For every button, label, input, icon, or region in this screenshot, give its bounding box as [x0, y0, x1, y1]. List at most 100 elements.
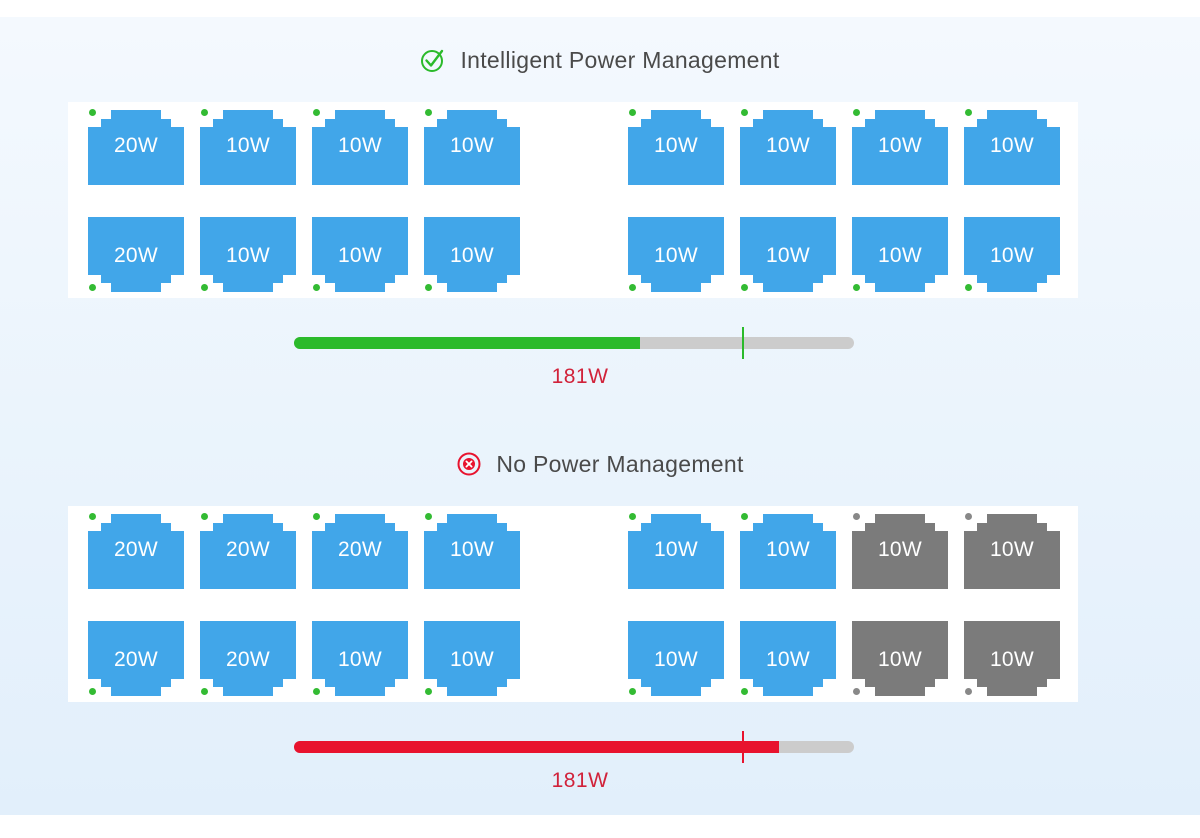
- section-title: Intelligent Power Management: [460, 46, 780, 73]
- port-shape: [964, 110, 1060, 185]
- port-shape: [852, 217, 948, 292]
- port-status-led: [629, 109, 636, 116]
- port-wattage-label: 20W: [113, 244, 159, 267]
- ethernet-port: 10W: [200, 107, 296, 185]
- port-status-led: [425, 688, 432, 695]
- ethernet-port: 10W: [964, 511, 1060, 589]
- ethernet-port: 10W: [628, 511, 724, 589]
- port-wattage-label: 10W: [337, 648, 383, 671]
- port-shape: [628, 621, 724, 696]
- ethernet-port: 10W: [424, 511, 520, 589]
- port-shape: [740, 217, 836, 292]
- port-shape: [740, 514, 836, 589]
- port-status-led: [425, 513, 432, 520]
- power-budget-marker: [742, 731, 745, 763]
- port-status-led: [629, 284, 636, 291]
- ethernet-port: 10W: [628, 107, 724, 185]
- ethernet-port: 20W: [88, 511, 184, 589]
- ethernet-port: 20W: [88, 107, 184, 185]
- port-wattage-label: 10W: [653, 648, 699, 671]
- ethernet-port: 10W: [628, 621, 724, 699]
- ethernet-port: 10W: [312, 217, 408, 295]
- port-status-led: [965, 688, 972, 695]
- power-bar-fill: [294, 337, 641, 349]
- port-status-led: [629, 513, 636, 520]
- port-wattage-label: 20W: [113, 538, 159, 561]
- port-wattage-label: 10W: [989, 648, 1035, 671]
- ethernet-port: 10W: [200, 217, 296, 295]
- ethernet-port: 20W: [200, 621, 296, 699]
- port-wattage-label: 10W: [225, 244, 271, 267]
- port-shape: [964, 621, 1060, 696]
- ethernet-port: 10W: [312, 621, 408, 699]
- port-status-led: [741, 284, 748, 291]
- port-status-led: [741, 688, 748, 695]
- port-wattage-label: 10W: [765, 648, 811, 671]
- ethernet-port: 10W: [852, 217, 948, 295]
- port-shape: [852, 621, 948, 696]
- port-status-led: [965, 109, 972, 116]
- port-wattage-label: 10W: [877, 134, 923, 157]
- port-wattage-label: 10W: [877, 648, 923, 671]
- port-shape: [628, 110, 724, 185]
- ethernet-port: 20W: [88, 217, 184, 295]
- port-shape: [628, 217, 724, 292]
- port-status-led: [853, 109, 860, 116]
- port-shape: [964, 217, 1060, 292]
- port-status-led: [89, 688, 96, 695]
- ethernet-port: 10W: [740, 107, 836, 185]
- port-wattage-label: 10W: [877, 538, 923, 561]
- port-shape: [424, 110, 520, 185]
- port-status-led: [201, 284, 208, 291]
- port-shape: [964, 514, 1060, 589]
- port-wattage-label: 10W: [337, 134, 383, 157]
- port-status-led: [313, 284, 320, 291]
- port-status-led: [313, 513, 320, 520]
- port-status-led: [201, 513, 208, 520]
- ethernet-port: 10W: [740, 621, 836, 699]
- port-wattage-label: 20W: [113, 648, 159, 671]
- port-wattage-label: 10W: [337, 244, 383, 267]
- section-no-power-management: No Power Management 20W 20W 20W 10W 10W 10W 10…: [0, 421, 1200, 821]
- port-shape: [424, 514, 520, 589]
- port-wattage-label: 20W: [113, 134, 159, 157]
- port-shape: [740, 110, 836, 185]
- port-status-led: [201, 109, 208, 116]
- ethernet-port: 10W: [312, 107, 408, 185]
- ethernet-port: 20W: [312, 511, 408, 589]
- port-shape: [628, 514, 724, 589]
- port-shape: [424, 217, 520, 292]
- ethernet-port: 20W: [200, 511, 296, 589]
- port-status-led: [853, 688, 860, 695]
- ethernet-port: 10W: [964, 621, 1060, 699]
- port-shape: [312, 621, 408, 696]
- section-heading: Intelligent Power Management: [0, 45, 1200, 75]
- port-wattage-label: 20W: [225, 648, 271, 671]
- port-shape: [740, 621, 836, 696]
- port-status-led: [965, 513, 972, 520]
- port-wattage-label: 10W: [765, 134, 811, 157]
- ethernet-port: 10W: [424, 621, 520, 699]
- port-wattage-label: 10W: [765, 538, 811, 561]
- port-shape: [852, 514, 948, 589]
- port-shape: [200, 621, 296, 696]
- port-status-led: [89, 284, 96, 291]
- power-bar: [294, 327, 854, 359]
- port-shape: [88, 621, 184, 696]
- port-status-led: [741, 513, 748, 520]
- port-shape: [88, 514, 184, 589]
- port-status-led: [313, 688, 320, 695]
- ethernet-port: 10W: [964, 107, 1060, 185]
- ethernet-port: 10W: [852, 621, 948, 699]
- port-wattage-label: 10W: [989, 244, 1035, 267]
- port-wattage-label: 20W: [337, 538, 383, 561]
- port-shape: [312, 217, 408, 292]
- port-status-led: [629, 688, 636, 695]
- section-intelligent-power: Intelligent Power Management 20W 10W 10W 10…: [0, 17, 1200, 417]
- port-status-led: [965, 284, 972, 291]
- port-wattage-label: 10W: [989, 134, 1035, 157]
- section-heading: No Power Management: [0, 449, 1200, 479]
- port-status-led: [425, 109, 432, 116]
- port-wattage-label: 10W: [449, 244, 495, 267]
